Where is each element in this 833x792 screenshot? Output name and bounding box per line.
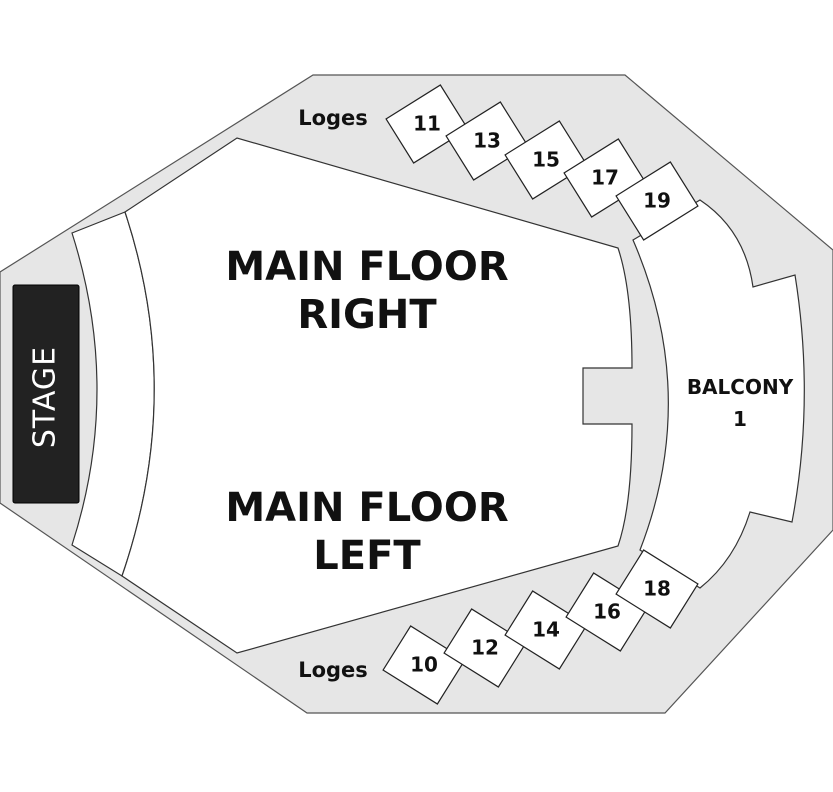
- loge-box-label: 16: [593, 600, 621, 624]
- loge-box-label: 10: [410, 653, 438, 677]
- loge-box-label: 14: [532, 618, 560, 642]
- loge-box-18[interactable]: 18: [615, 549, 699, 629]
- balcony-label-line2: 1: [733, 407, 747, 431]
- main-floor-left-line2: LEFT: [313, 533, 421, 579]
- loge-box-label: 13: [473, 129, 501, 153]
- loge-box-13[interactable]: 13: [445, 101, 529, 181]
- loge-box-17[interactable]: 17: [563, 138, 647, 218]
- loges-bottom-label: Loges: [298, 658, 368, 682]
- main-floor-right-line1: MAIN FLOOR: [225, 244, 508, 290]
- main-floor-right-line2: RIGHT: [297, 292, 437, 338]
- section-balcony-1[interactable]: [632, 199, 805, 589]
- loge-box-label: 15: [532, 148, 560, 172]
- loge-box-label: 19: [643, 189, 671, 213]
- stage[interactable]: [12, 284, 80, 504]
- loge-box-label: 18: [643, 577, 671, 601]
- loge-box-19[interactable]: 19: [615, 161, 699, 241]
- loge-box-10[interactable]: 10: [382, 625, 466, 705]
- section-main-floor[interactable]: [121, 137, 633, 654]
- loge-box-15[interactable]: 15: [504, 120, 588, 200]
- loge-box-11[interactable]: 11: [385, 84, 469, 164]
- loge-box-label: 12: [471, 636, 499, 660]
- balcony-label-line1: BALCONY: [687, 375, 794, 399]
- main-floor-left-line1: MAIN FLOOR: [225, 485, 508, 531]
- loge-box-label: 11: [413, 112, 441, 136]
- loge-box-label: 17: [591, 166, 619, 190]
- loge-box-12[interactable]: 12: [443, 608, 527, 688]
- loge-box-14[interactable]: 14: [504, 590, 588, 670]
- loge-box-16[interactable]: 16: [565, 572, 649, 652]
- loges-top-label: Loges: [298, 106, 368, 130]
- stage-label: STAGE: [28, 346, 63, 448]
